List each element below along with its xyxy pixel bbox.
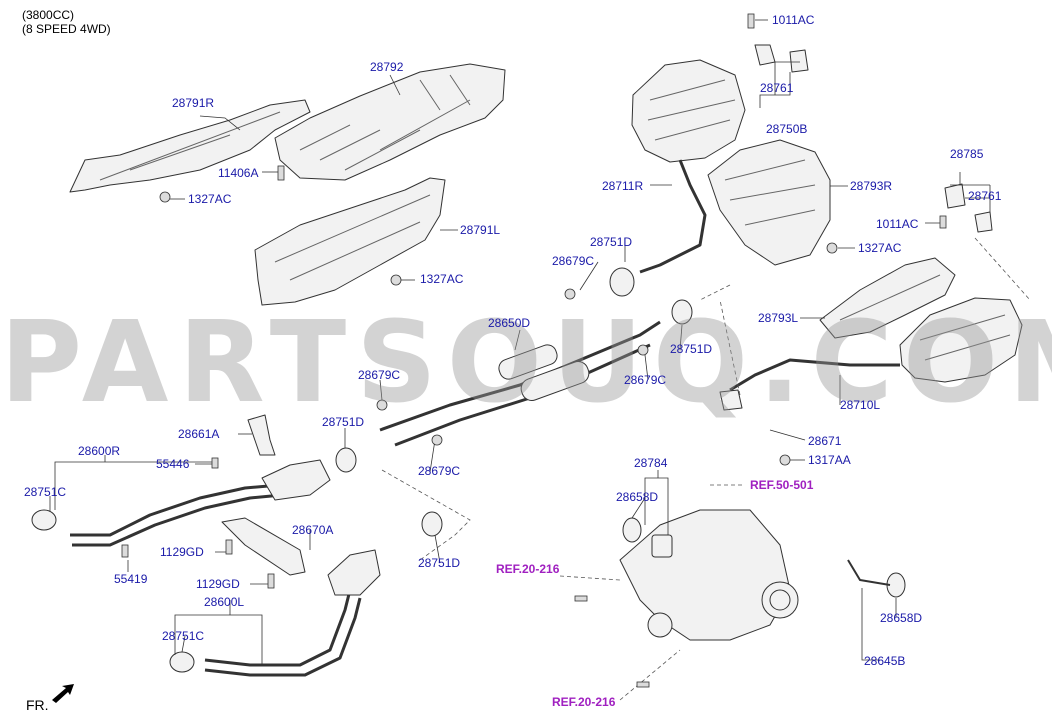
catalytic-converter-r bbox=[261, 459, 331, 501]
hanger-28784 bbox=[651, 534, 673, 558]
label-1011ac[interactable]: 1011AC bbox=[772, 13, 815, 27]
nut-28679c-b bbox=[637, 344, 649, 356]
label-28600l[interactable]: 28600L bbox=[204, 595, 245, 609]
bolt-1129gd-a bbox=[225, 539, 233, 555]
bolt-1011ac-right bbox=[939, 215, 947, 229]
nut-1317aa bbox=[779, 454, 791, 466]
nut-28679c-d bbox=[431, 434, 443, 446]
label-28679c[interactable]: 28679C bbox=[552, 254, 595, 268]
front-indicator: FR. bbox=[26, 697, 49, 713]
heat-shield-28793r bbox=[707, 139, 831, 266]
gasket-d bbox=[421, 511, 443, 537]
label-28792[interactable]: 28792 bbox=[370, 60, 404, 74]
label-28750b[interactable]: 28750B bbox=[766, 122, 808, 136]
gasket-a bbox=[609, 267, 635, 297]
label-28761[interactable]: 28761 bbox=[760, 81, 794, 95]
front-pipe-28600l bbox=[204, 589, 352, 667]
label-28679c-c[interactable]: 28679C bbox=[624, 373, 667, 387]
label-28751c[interactable]: 28751C bbox=[24, 485, 67, 499]
label-28671[interactable]: 28671 bbox=[808, 434, 842, 448]
label-28661a[interactable]: 28661A bbox=[178, 427, 220, 441]
label-28751d[interactable]: 28751D bbox=[590, 235, 633, 249]
label-28670a[interactable]: 28670A bbox=[292, 523, 334, 537]
ref-link-50-501[interactable]: REF.50-501 bbox=[750, 478, 814, 492]
label-28793r[interactable]: 28793R bbox=[850, 179, 893, 193]
label-28658d[interactable]: 28658D bbox=[616, 490, 659, 504]
label-28751d-c[interactable]: 28751D bbox=[322, 415, 365, 429]
catalytic-converter-l bbox=[327, 549, 381, 596]
nut-1327ac-b bbox=[390, 274, 402, 286]
label-28679c-d[interactable]: 28679C bbox=[418, 464, 461, 478]
label-1129gd-b[interactable]: 1129GD bbox=[196, 577, 240, 591]
engine-spec: (3800CC) bbox=[22, 8, 75, 22]
label-28785[interactable]: 28785 bbox=[950, 147, 984, 161]
front-direction-icon bbox=[52, 684, 74, 703]
label-28600r[interactable]: 28600R bbox=[78, 444, 121, 458]
bolt-11406a bbox=[277, 165, 285, 181]
heat-protector-28792 bbox=[274, 63, 506, 181]
label-55419[interactable]: 55419 bbox=[114, 572, 148, 586]
label-28793l[interactable]: 28793L bbox=[758, 311, 799, 325]
hanger-rubber-28658d-a bbox=[622, 517, 642, 543]
ref-link-20-216[interactable]: REF.20-216 bbox=[496, 562, 560, 576]
label-11406a[interactable]: 11406A bbox=[218, 166, 259, 180]
gasket-f bbox=[169, 651, 195, 673]
nut-1327ac-a bbox=[159, 191, 171, 203]
bolt-55446 bbox=[211, 457, 219, 469]
nut-28679c-c bbox=[376, 399, 388, 411]
label-1129gd[interactable]: 1129GD bbox=[160, 545, 204, 559]
bolt-ref-a bbox=[574, 595, 588, 602]
label-1327ac-c[interactable]: 1327AC bbox=[858, 241, 902, 255]
bracket-28661a bbox=[247, 414, 276, 456]
ref-link-20-216-b[interactable]: REF.20-216 bbox=[552, 695, 616, 709]
mounting-28671 bbox=[719, 389, 743, 411]
nut-28679c-a bbox=[564, 288, 576, 300]
label-28791l[interactable]: 28791L bbox=[460, 223, 501, 237]
heat-shield-28793l bbox=[819, 257, 956, 339]
differential-housing bbox=[619, 509, 791, 641]
center-resonator-a bbox=[498, 344, 558, 380]
front-pipe-28600r bbox=[70, 483, 281, 537]
label-28711r[interactable]: 28711R bbox=[602, 179, 644, 193]
label-28710l[interactable]: 28710L bbox=[840, 398, 881, 412]
label-1011ac-right[interactable]: 1011AC bbox=[876, 217, 919, 231]
label-55446[interactable]: 55446 bbox=[156, 457, 190, 471]
label-28658d-b[interactable]: 28658D bbox=[880, 611, 923, 625]
nut-1327ac-c bbox=[826, 242, 838, 254]
label-28751d-b[interactable]: 28751D bbox=[670, 342, 713, 356]
hanger-28750b bbox=[754, 44, 809, 73]
label-1317aa[interactable]: 1317AA bbox=[808, 453, 851, 467]
bracket-28670a bbox=[221, 517, 306, 576]
rear-muffler-28710l bbox=[899, 297, 1023, 383]
label-28751d-d[interactable]: 28751D bbox=[418, 556, 461, 570]
label-28761-right[interactable]: 28761 bbox=[968, 189, 1002, 203]
bolt-1129gd-b bbox=[267, 573, 275, 589]
transmission-spec: (8 SPEED 4WD) bbox=[22, 22, 111, 36]
label-28791r[interactable]: 28791R bbox=[172, 96, 215, 110]
bolt-55419 bbox=[121, 544, 129, 558]
bolt-1011ac-top bbox=[747, 13, 755, 29]
heat-protector-28791l bbox=[254, 177, 446, 306]
label-28650d[interactable]: 28650D bbox=[488, 316, 531, 330]
bolt-ref-b bbox=[636, 681, 650, 688]
center-resonator-b bbox=[520, 361, 590, 401]
label-28645b[interactable]: 28645B bbox=[864, 654, 906, 668]
gasket-e bbox=[31, 509, 57, 531]
label-28784[interactable]: 28784 bbox=[634, 456, 668, 470]
label-28679c-b[interactable]: 28679C bbox=[358, 368, 401, 382]
label-1327ac[interactable]: 1327AC bbox=[188, 192, 232, 206]
label-1327ac-b[interactable]: 1327AC bbox=[420, 272, 464, 286]
label-28751c-b[interactable]: 28751C bbox=[162, 629, 205, 643]
gasket-b bbox=[671, 299, 693, 325]
gasket-c bbox=[335, 447, 357, 473]
